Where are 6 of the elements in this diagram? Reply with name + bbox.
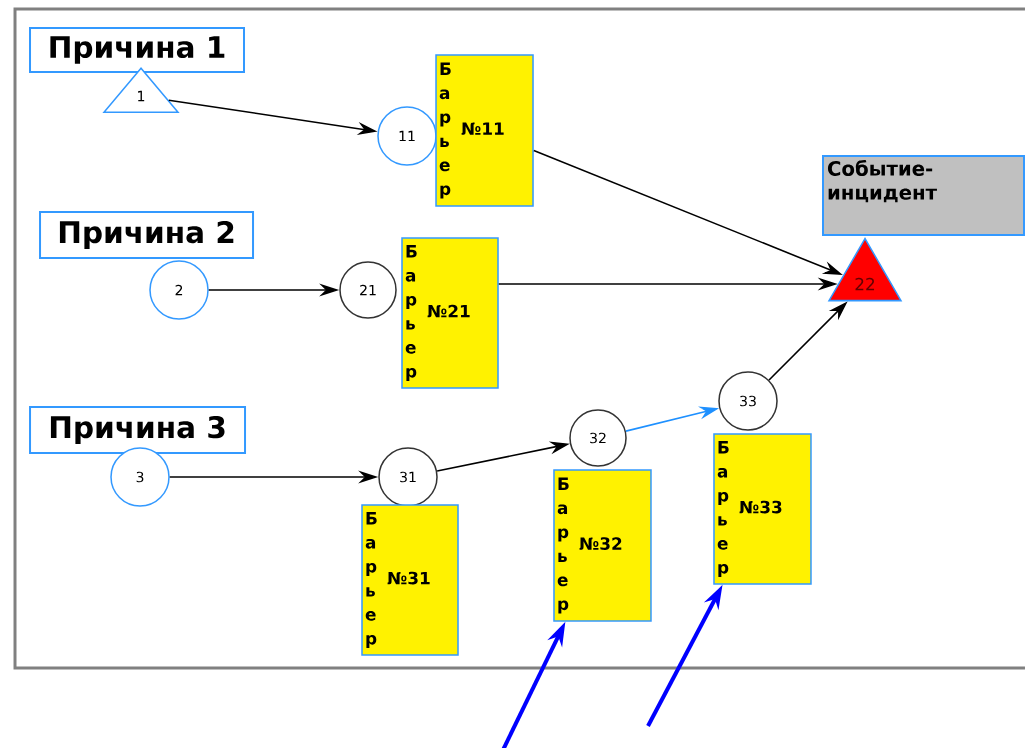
incident-box: Событие-инцидент	[822, 155, 1025, 236]
barrier-box: Барьер №31	[361, 504, 459, 656]
barrier-box: Барьер №21	[401, 237, 499, 389]
barrier-box: Барьер №11	[435, 54, 534, 207]
barrier-box: Барьер №32	[553, 469, 652, 622]
barrier-box: Барьер №33	[713, 433, 812, 585]
